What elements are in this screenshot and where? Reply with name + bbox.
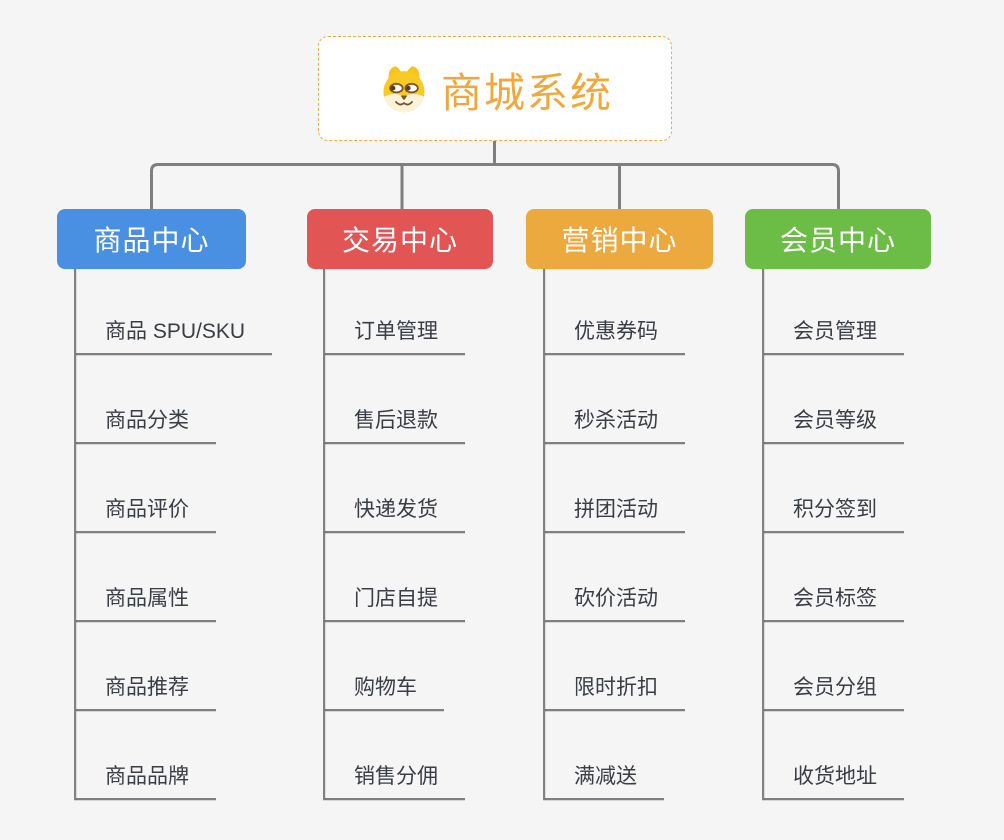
topic-item[interactable]: 快递发货 [323,444,465,533]
topic-label: 秒杀活动 [574,409,658,432]
topic-item[interactable]: 商品评价 [74,444,216,533]
branch-label: 会员中心 [779,225,896,256]
topic-label: 限时折扣 [574,676,658,699]
topic-item[interactable]: 拼团活动 [543,444,685,533]
topic-label: 收货地址 [793,765,877,788]
topic-label: 满减送 [574,765,637,788]
topic-item[interactable]: 会员管理 [762,269,904,355]
topic-item[interactable]: 优惠券码 [543,269,685,355]
topic-item[interactable]: 收货地址 [762,711,904,800]
topic-label: 商品属性 [105,587,189,610]
topic-item[interactable]: 门店自提 [323,533,465,622]
topic-item[interactable]: 限时折扣 [543,622,685,711]
topic-label: 商品分类 [105,409,189,432]
topic-item[interactable]: 砍价活动 [543,533,685,622]
topic-label: 拼团活动 [574,498,658,521]
topic-label: 商品推荐 [105,676,189,699]
topic-label: 会员分组 [793,676,877,699]
topic-label: 会员等级 [793,409,877,432]
connector-trunk [323,269,325,800]
branch-label: 交易中心 [341,225,458,256]
topic-label: 会员管理 [793,320,877,343]
topic-item[interactable]: 满减送 [543,711,664,800]
topic-item[interactable]: 商品品牌 [74,711,216,800]
topic-item[interactable]: 会员等级 [762,355,904,444]
topic-label: 销售分佣 [354,765,438,788]
topic-label: 积分签到 [793,498,877,521]
branch-node-product-center[interactable]: 商品中心 [57,209,246,269]
topic-item[interactable]: 会员标签 [762,533,904,622]
topic-item[interactable]: 商品 SPU/SKU [74,269,273,355]
topic-item[interactable]: 商品属性 [74,533,216,622]
branch-node-member-center[interactable]: 会员中心 [745,209,931,269]
dog-face-icon [377,64,431,114]
topic-label: 商品品牌 [105,765,189,788]
topic-item[interactable]: 购物车 [323,622,444,711]
topic-item[interactable]: 销售分佣 [323,711,465,800]
root-node[interactable]: 商城系统 [318,36,672,141]
branch-children-member: 会员管理 会员等级 积分签到 会员标签 会员分组 收货地址 [762,269,904,800]
topic-item[interactable]: 积分签到 [762,444,904,533]
topic-label: 购物车 [354,676,417,699]
topic-item[interactable]: 会员分组 [762,622,904,711]
topic-label: 快递发货 [354,498,438,521]
branch-label: 商品中心 [93,225,210,256]
topic-label: 售后退款 [354,409,438,432]
topic-label: 订单管理 [354,320,438,343]
branch-node-trade-center[interactable]: 交易中心 [307,209,493,269]
branch-label: 营销中心 [561,225,678,256]
branch-node-marketing-center[interactable]: 营销中心 [526,209,713,269]
topic-label: 砍价活动 [574,587,658,610]
topic-item[interactable]: 订单管理 [323,269,465,355]
connector-trunk [762,269,764,800]
topic-label: 优惠券码 [574,320,658,343]
topic-item[interactable]: 商品推荐 [74,622,216,711]
root-title: 商城系统 [441,69,613,116]
branch-children-marketing: 优惠券码 秒杀活动 拼团活动 砍价活动 限时折扣 满减送 [543,269,685,800]
connector-trunk [543,269,545,800]
topic-item[interactable]: 商品分类 [74,355,216,444]
topic-label: 会员标签 [793,587,877,610]
branch-children-product: 商品 SPU/SKU 商品分类 商品评价 商品属性 商品推荐 商品品牌 [74,269,273,800]
topic-label: 商品评价 [105,498,189,521]
topic-item[interactable]: 秒杀活动 [543,355,685,444]
topic-label: 门店自提 [354,587,438,610]
topic-label: 商品 SPU/SKU [105,320,246,343]
connector-trunk [74,269,76,800]
topic-item[interactable]: 售后退款 [323,355,465,444]
branch-children-trade: 订单管理 售后退款 快递发货 门店自提 购物车 销售分佣 [323,269,465,800]
